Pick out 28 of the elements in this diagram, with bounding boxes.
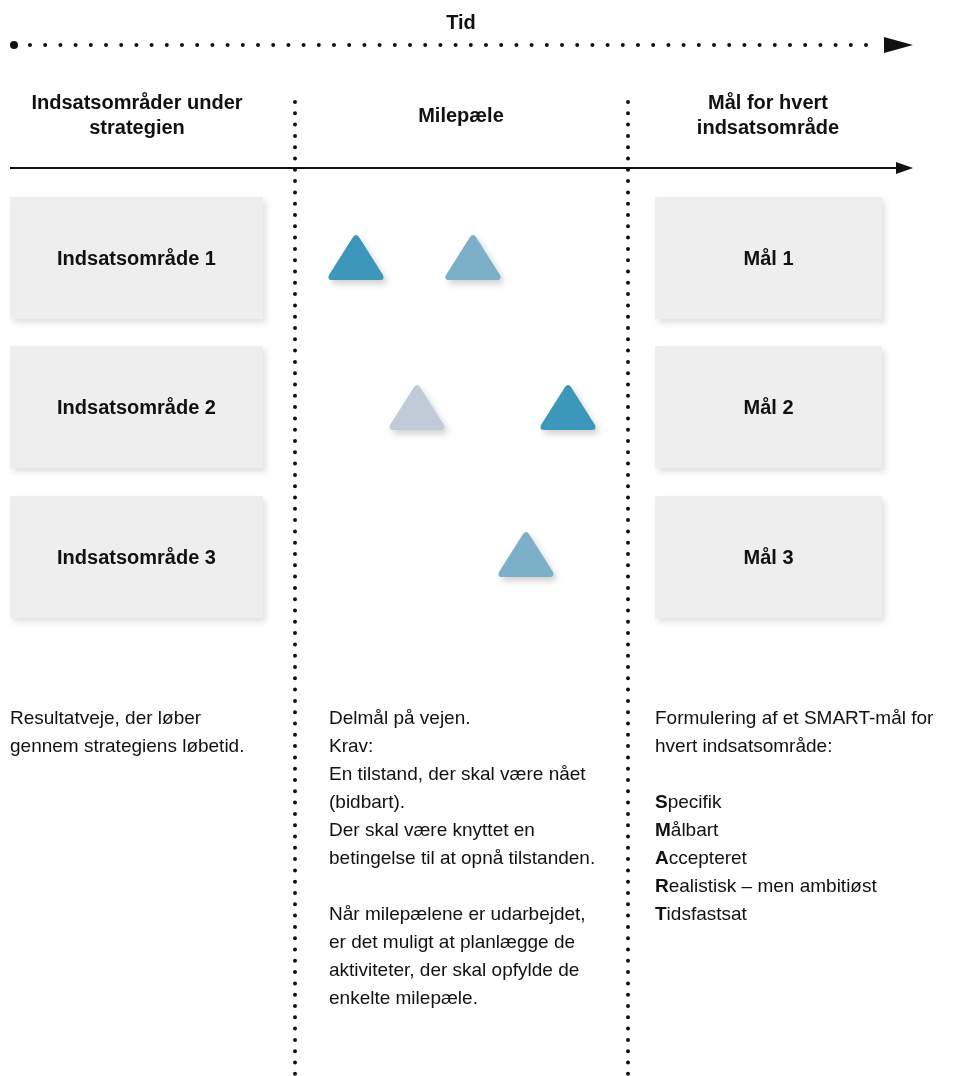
area-box [10, 346, 263, 468]
area-box [10, 496, 263, 618]
description-text: En tilstand, der skal være nået (bidbart). [329, 762, 587, 814]
list-item: Målbart [655, 818, 719, 842]
box-label: Indsatsområde 2 [57, 395, 216, 419]
list-item: Realistisk – men ambitiøst [655, 874, 877, 898]
area-box [655, 496, 882, 618]
description-text: Resultatveje, der løber gennem strategiens løbetid. [10, 706, 246, 758]
description-text: Der skal være knyttet en betingelse til at opnå tilstanden. [329, 818, 597, 870]
column-heading: Mål for hvert indsatsområde [695, 90, 841, 140]
description-text: Delmål på vejen. [329, 706, 471, 730]
box-label: Indsatsområde 3 [57, 545, 216, 569]
axis-label: Tid [445, 10, 477, 35]
area-box [655, 197, 882, 319]
box-label: Mål 2 [743, 395, 794, 419]
box-label: Mål 3 [743, 545, 794, 569]
list-item: Specifik [655, 790, 722, 814]
column-heading: Milepæle [417, 103, 505, 128]
box-label: Indsatsområde 1 [57, 246, 216, 270]
list-item: Tidsfastsat [655, 902, 747, 926]
area-box [10, 197, 263, 319]
description-text: Krav: [329, 734, 374, 758]
area-box [655, 346, 882, 468]
box-label: Mål 1 [743, 246, 794, 270]
column-heading: Indsatsområder under strategien [30, 90, 244, 140]
list-item: Accepteret [655, 846, 747, 870]
description-text: Når milepælene er udarbejdet, er det muligt at planlægge de aktiviteter, der skal opfylde de enkelte milepæle. [329, 902, 587, 1010]
description-text: Formulering af et SMART-mål for hvert indsatsområde: [655, 706, 935, 758]
